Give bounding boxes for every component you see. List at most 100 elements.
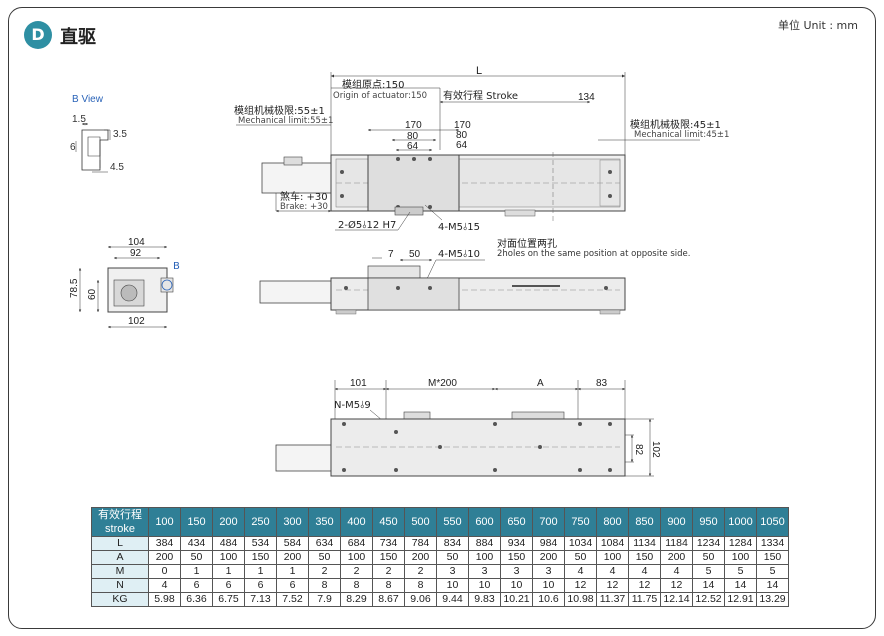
table-cell: 12 bbox=[628, 578, 661, 593]
header-stroke-cell: 600 bbox=[468, 507, 501, 537]
table-cell: 1334 bbox=[756, 536, 789, 551]
table-cell: 8 bbox=[372, 578, 405, 593]
table-cell: 5 bbox=[692, 564, 725, 579]
hole-spec-2: 4-M5⫰15 bbox=[438, 222, 480, 233]
table-cell: 1184 bbox=[660, 536, 693, 551]
table-cell: 6 bbox=[244, 578, 277, 593]
table-cell: 2 bbox=[340, 564, 373, 579]
table-cell: 150 bbox=[372, 550, 405, 565]
hole-spec-1: 2-Ø5⫰12 H7 bbox=[338, 219, 396, 231]
header-stroke-cell: 300 bbox=[276, 507, 309, 537]
dim-134: 134 bbox=[578, 92, 595, 103]
brake-en: Brake: +30 bbox=[280, 202, 328, 212]
table-cell: 1 bbox=[276, 564, 309, 579]
dim-92: 92 bbox=[130, 248, 142, 259]
bview-dim-1: 1.5 bbox=[72, 114, 86, 125]
table-cell: 50 bbox=[564, 550, 597, 565]
table-cell: 100 bbox=[596, 550, 629, 565]
table-cell: 2 bbox=[404, 564, 437, 579]
table-cell: 150 bbox=[756, 550, 789, 565]
dim-80b: 80 bbox=[456, 130, 468, 141]
header-stroke-cell: 900 bbox=[660, 507, 693, 537]
table-cell: 50 bbox=[180, 550, 213, 565]
table-cell: 984 bbox=[532, 536, 565, 551]
table-cell: 200 bbox=[532, 550, 565, 565]
bview-dim-2: 3.5 bbox=[113, 129, 127, 140]
header-stroke-cell: 550 bbox=[436, 507, 469, 537]
table-cell: 1 bbox=[180, 564, 213, 579]
table-cell: 3 bbox=[468, 564, 501, 579]
table-cell: 14 bbox=[692, 578, 725, 593]
dim-101: 101 bbox=[350, 378, 367, 389]
table-cell: 2 bbox=[308, 564, 341, 579]
opposite-en: 2holes on the same position at opposite … bbox=[497, 249, 690, 259]
b-view-label: B View bbox=[72, 94, 104, 105]
table-cell: 6 bbox=[276, 578, 309, 593]
table-cell: 100 bbox=[468, 550, 501, 565]
table-cell: 100 bbox=[724, 550, 757, 565]
row-label: N bbox=[91, 578, 149, 593]
dim-64b: 64 bbox=[456, 140, 468, 151]
table-cell: 384 bbox=[148, 536, 181, 551]
table-cell: 12 bbox=[564, 578, 597, 593]
table-cell: 1 bbox=[212, 564, 245, 579]
table-cell: 4 bbox=[628, 564, 661, 579]
table-cell: 7.52 bbox=[276, 592, 309, 607]
b-view: B View 1.5 3.5 6 4.5 bbox=[70, 94, 127, 173]
header-stroke-cell: 450 bbox=[372, 507, 405, 537]
table-cell: 2 bbox=[372, 564, 405, 579]
table-cell: 8 bbox=[340, 578, 373, 593]
table-cell: 150 bbox=[628, 550, 661, 565]
table-cell: 200 bbox=[276, 550, 309, 565]
table-cell: 834 bbox=[436, 536, 469, 551]
table-cell: 12.52 bbox=[692, 592, 725, 607]
dim-78-5: 78.5 bbox=[69, 278, 80, 298]
page-frame bbox=[8, 7, 876, 629]
bview-dim-4: 4.5 bbox=[110, 162, 124, 173]
dim-83: 83 bbox=[596, 378, 608, 389]
table-cell: 150 bbox=[244, 550, 277, 565]
table-cell: 8.29 bbox=[340, 592, 373, 607]
table-cell: 9.83 bbox=[468, 592, 501, 607]
origin-en: Origin of actuator:150 bbox=[333, 91, 427, 101]
table-cell: 1084 bbox=[596, 536, 629, 551]
table-cell: 6 bbox=[180, 578, 213, 593]
table-cell: 1284 bbox=[724, 536, 757, 551]
table-cell: 6.36 bbox=[180, 592, 213, 607]
opposite-cn: 对面位置两孔 bbox=[497, 237, 557, 250]
table-cell: 8 bbox=[308, 578, 341, 593]
table-cell: 4 bbox=[596, 564, 629, 579]
table-cell: 9.06 bbox=[404, 592, 437, 607]
dim-m200: M*200 bbox=[428, 378, 457, 389]
header-stroke-cell: 1000 bbox=[724, 507, 757, 537]
dim-82: 82 bbox=[633, 444, 644, 456]
table-cell: 434 bbox=[180, 536, 213, 551]
dim-104: 104 bbox=[128, 237, 145, 248]
table-cell: 14 bbox=[756, 578, 789, 593]
side-view: 7 50 4-M5⫰10 对面位置两孔 2holes on the same p… bbox=[259, 237, 690, 315]
table-cell: 1 bbox=[244, 564, 277, 579]
table-cell: 10 bbox=[468, 578, 501, 593]
table-cell: 634 bbox=[308, 536, 341, 551]
table-cell: 1234 bbox=[692, 536, 725, 551]
table-cell: 12.14 bbox=[660, 592, 693, 607]
header-stroke-cell: 200 bbox=[212, 507, 245, 537]
table-cell: 50 bbox=[436, 550, 469, 565]
table-cell: 9.44 bbox=[436, 592, 469, 607]
table-cell: 150 bbox=[500, 550, 533, 565]
table-cell: 10.21 bbox=[500, 592, 533, 607]
table-cell: 12 bbox=[596, 578, 629, 593]
table-cell: 4 bbox=[660, 564, 693, 579]
stroke-label: 有效行程 Stroke bbox=[443, 89, 518, 102]
bview-dim-3: 6 bbox=[70, 142, 76, 153]
table-cell: 50 bbox=[692, 550, 725, 565]
table-cell: 884 bbox=[468, 536, 501, 551]
table-cell: 200 bbox=[148, 550, 181, 565]
table-cell: 3 bbox=[532, 564, 565, 579]
